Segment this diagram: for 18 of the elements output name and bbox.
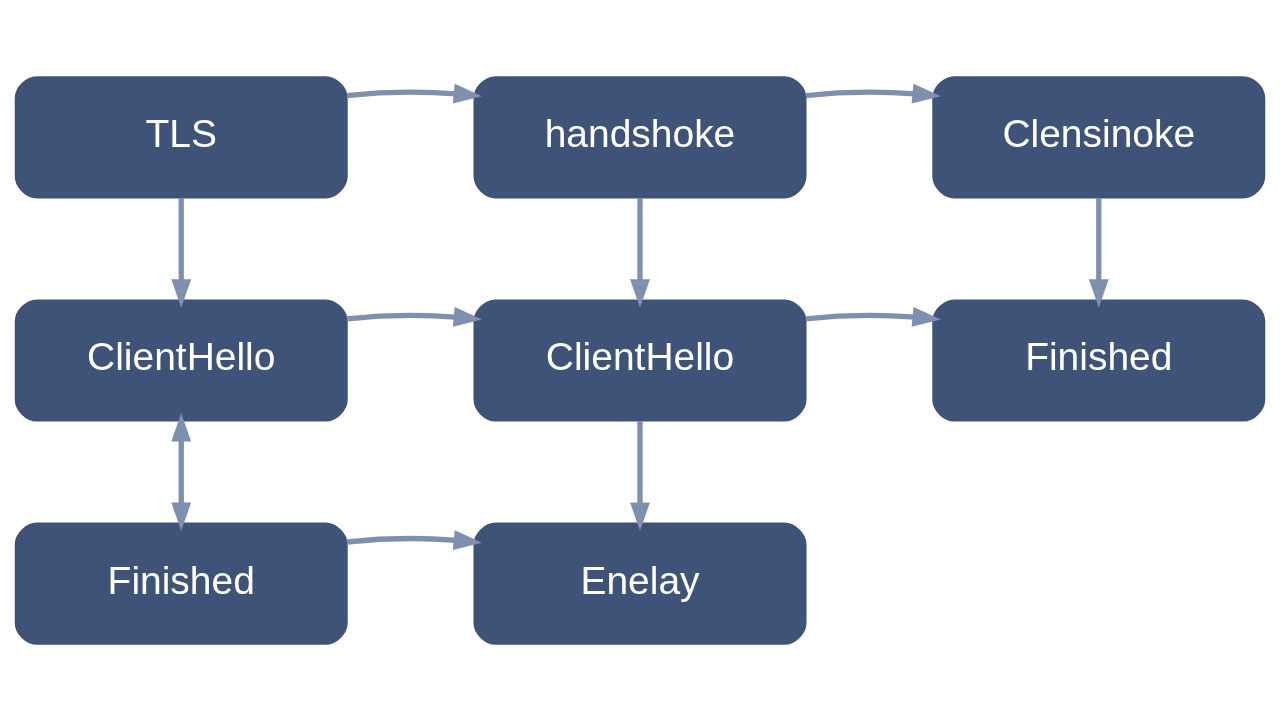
node-box: ClientHello [473, 298, 807, 422]
arrow [805, 306, 941, 327]
node-box: Finished [932, 298, 1266, 422]
arrow [1088, 197, 1109, 308]
arrow [630, 420, 650, 531]
node-box: Clensinoke [932, 75, 1266, 198]
arrow [171, 412, 192, 531]
arrow [346, 83, 483, 104]
arrow [630, 197, 650, 308]
node-box: Finished [14, 522, 348, 645]
node-box: TLS [14, 75, 348, 198]
arrow [805, 83, 941, 104]
node-box: ClientHello [14, 298, 348, 422]
arrow [171, 197, 192, 308]
node-box: Enelay [473, 522, 807, 645]
node-box: handshoke [473, 75, 807, 198]
arrow [346, 306, 483, 327]
arrow [346, 529, 483, 550]
